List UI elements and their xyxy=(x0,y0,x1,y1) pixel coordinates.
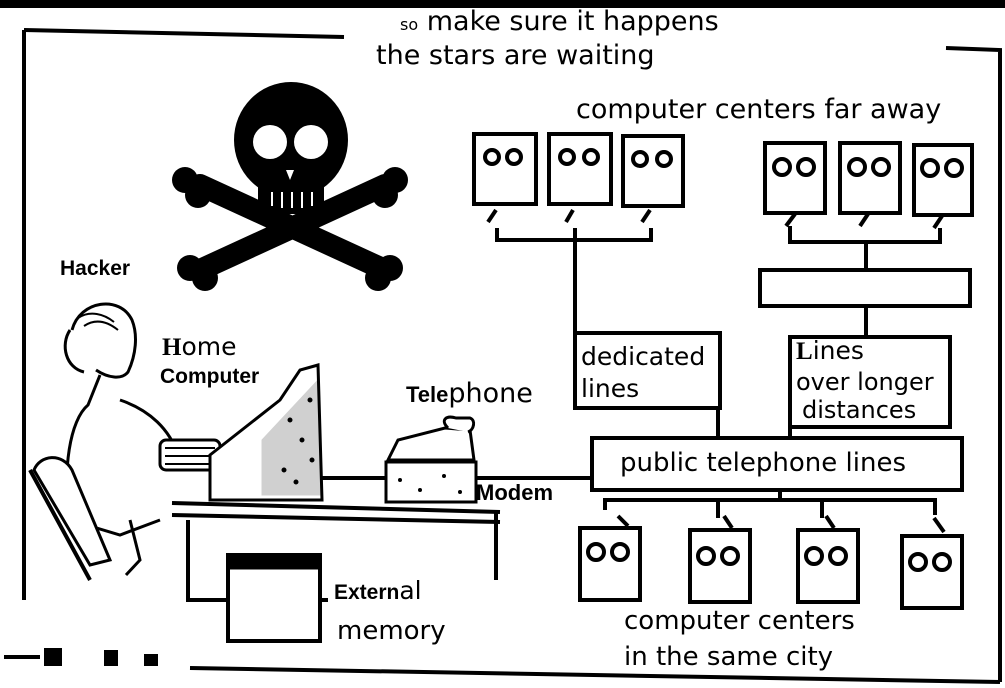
skull-and-crossbones-icon xyxy=(172,82,408,291)
longer-rest: ines xyxy=(813,336,864,365)
home-computer-label: Computer xyxy=(160,366,259,387)
public-lines-label: public telephone lines xyxy=(620,450,906,476)
caption-line-1-text: make sure it happens xyxy=(427,6,719,37)
longer-label-1: Lines xyxy=(796,338,864,364)
telephone xyxy=(386,417,476,502)
external-rest: al xyxy=(399,576,421,605)
telephone-prefix: Tele xyxy=(406,382,448,407)
same-city-label-1: computer centers xyxy=(624,608,855,634)
home-rest: ome xyxy=(181,332,236,361)
computer-terminal-icon xyxy=(798,516,858,602)
modem-label: Modem xyxy=(476,482,553,504)
computer-terminal-icon xyxy=(840,143,900,226)
same-city-label-2: in the same city xyxy=(624,644,833,670)
scan-smudges xyxy=(4,648,158,666)
terminals-same-city xyxy=(580,516,962,608)
home-prefix: H xyxy=(162,334,181,361)
relay-box xyxy=(760,270,970,306)
telephone-rest: phone xyxy=(448,378,533,409)
longer-label-2: over longer xyxy=(796,370,934,394)
terminals-far-away-left xyxy=(474,134,683,222)
dedicated-label-1: dedicated xyxy=(581,344,705,369)
hacker-label: Hacker xyxy=(60,258,130,279)
external-memory xyxy=(228,555,320,641)
computer-terminal-icon xyxy=(549,134,611,222)
caption-line-2: the stars are waiting xyxy=(376,42,655,69)
computer-terminal-icon xyxy=(902,518,962,608)
computer-terminal-icon xyxy=(474,134,536,222)
caption-line-1: so make sure it happens xyxy=(400,8,719,35)
longer-label-3: distances xyxy=(802,398,916,422)
computer-terminal-icon xyxy=(623,136,683,222)
computer-terminal-icon xyxy=(690,516,750,602)
dedicated-label-2: lines xyxy=(581,376,639,401)
external-prefix: Extern xyxy=(334,581,399,604)
longer-prefix: L xyxy=(796,338,813,365)
telephone-label: Telephone xyxy=(406,380,533,407)
computer-terminal-icon xyxy=(765,143,825,226)
terminals-far-away-right xyxy=(765,143,972,228)
memory-label: memory xyxy=(337,618,446,644)
far-away-label: computer centers far away xyxy=(576,96,941,123)
computer-terminal-icon xyxy=(580,516,640,600)
caption-prefix: so xyxy=(400,15,418,34)
external-label: External xyxy=(334,578,422,603)
home-label: Home xyxy=(162,334,236,360)
computer-terminal-icon xyxy=(914,145,972,228)
